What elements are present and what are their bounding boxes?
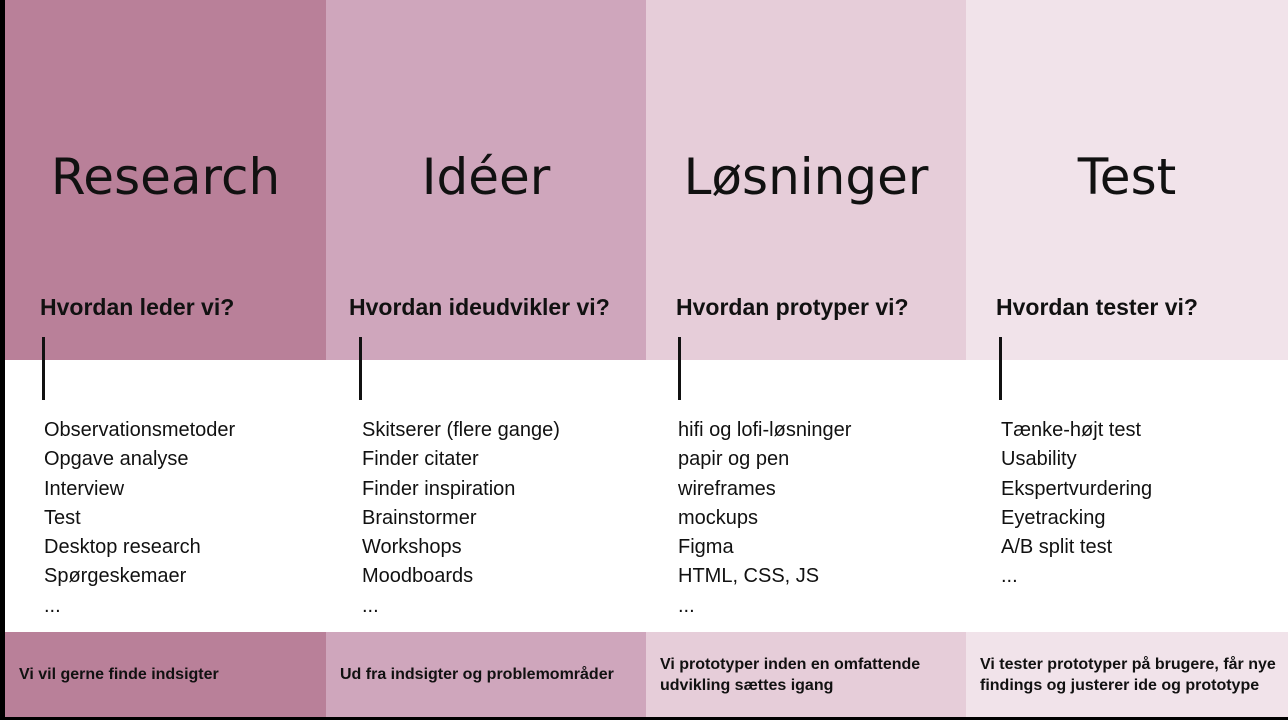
list-item: Workshops [362,536,462,559]
column-footer-text: Vi prototyper inden en omfattende udvikl… [660,655,921,694]
list-item: Opgave analyse [44,448,189,471]
process-slide: Research Hvordan leder vi? Observationsm… [5,0,1288,717]
column-ideer: Idéer Hvordan ideudvikler vi? Skitserer … [326,0,646,717]
list-item: HTML, CSS, JS [678,565,820,588]
list-item: ... [1001,565,1018,588]
list-item: mockups [678,506,759,529]
column-question: Hvordan protyper vi? [676,294,909,320]
column-footer-text: Vi tester prototyper på brugere, får nye… [980,655,1276,694]
column-title: Test [1077,148,1177,206]
list-item: Spørgeskemaer [44,565,187,588]
column-header-band [966,0,1288,360]
list-item: Desktop research [44,536,201,559]
vertical-bar-marker [359,337,362,400]
list-item: Moodboards [362,565,474,588]
column-title: Løsninger [683,148,929,206]
list-item: wireframes [678,477,776,500]
column-question: Hvordan leder vi? [40,294,235,320]
column-header-band [326,0,646,360]
column-header-band [646,0,966,360]
column-header-band [5,0,326,360]
vertical-bar-marker [678,337,681,400]
list-item: Figma [678,536,734,559]
list-item: ... [362,594,379,617]
column-question: Hvordan ideudvikler vi? [349,294,610,320]
column-footer-band: Vi tester prototyper på brugere, får nye… [966,632,1288,717]
vertical-bar-marker [999,337,1002,400]
column-footer-band: Vi vil gerne finde indsigter [5,632,326,717]
column-research: Research Hvordan leder vi? Observationsm… [5,0,326,717]
list-item: Finder citater [362,448,479,471]
column-question: Hvordan tester vi? [996,294,1198,320]
list-item: Tænke-højt test [1001,419,1142,441]
column-footer-text: Ud fra indsigter og problemområder [340,666,614,683]
list-item: Interview [44,477,125,500]
list-item: A/B split test [1001,536,1113,559]
column-footer-band: Ud fra indsigter og problemområder [326,632,646,717]
list-item: Eyetracking [1001,506,1106,529]
list-item: Ekspertvurdering [1001,477,1153,500]
list-item: hifi og lofi-løsninger [678,419,852,441]
list-item: Observationsmetoder [44,419,236,441]
vertical-bar-marker [42,337,45,400]
list-item: ... [678,594,695,617]
list-item: papir og pen [678,448,790,471]
column-losninger: Løsninger Hvordan protyper vi? hifi og l… [646,0,966,717]
list-item: Test [44,506,81,529]
list-item: ... [44,594,61,617]
list-item: Usability [1001,448,1077,471]
column-title: Research [50,148,281,206]
list-item: Skitserer (flere gange) [362,419,560,441]
column-footer-band: Vi prototyper inden en omfattende udvikl… [646,632,966,717]
list-item: Brainstormer [362,506,477,529]
list-item: Finder inspiration [362,477,516,500]
column-title: Idéer [421,148,551,206]
column-footer-text: Vi vil gerne finde indsigter [19,666,219,683]
method-list: hifi og lofi-løsninger papir og pen wirefr… [678,416,851,621]
